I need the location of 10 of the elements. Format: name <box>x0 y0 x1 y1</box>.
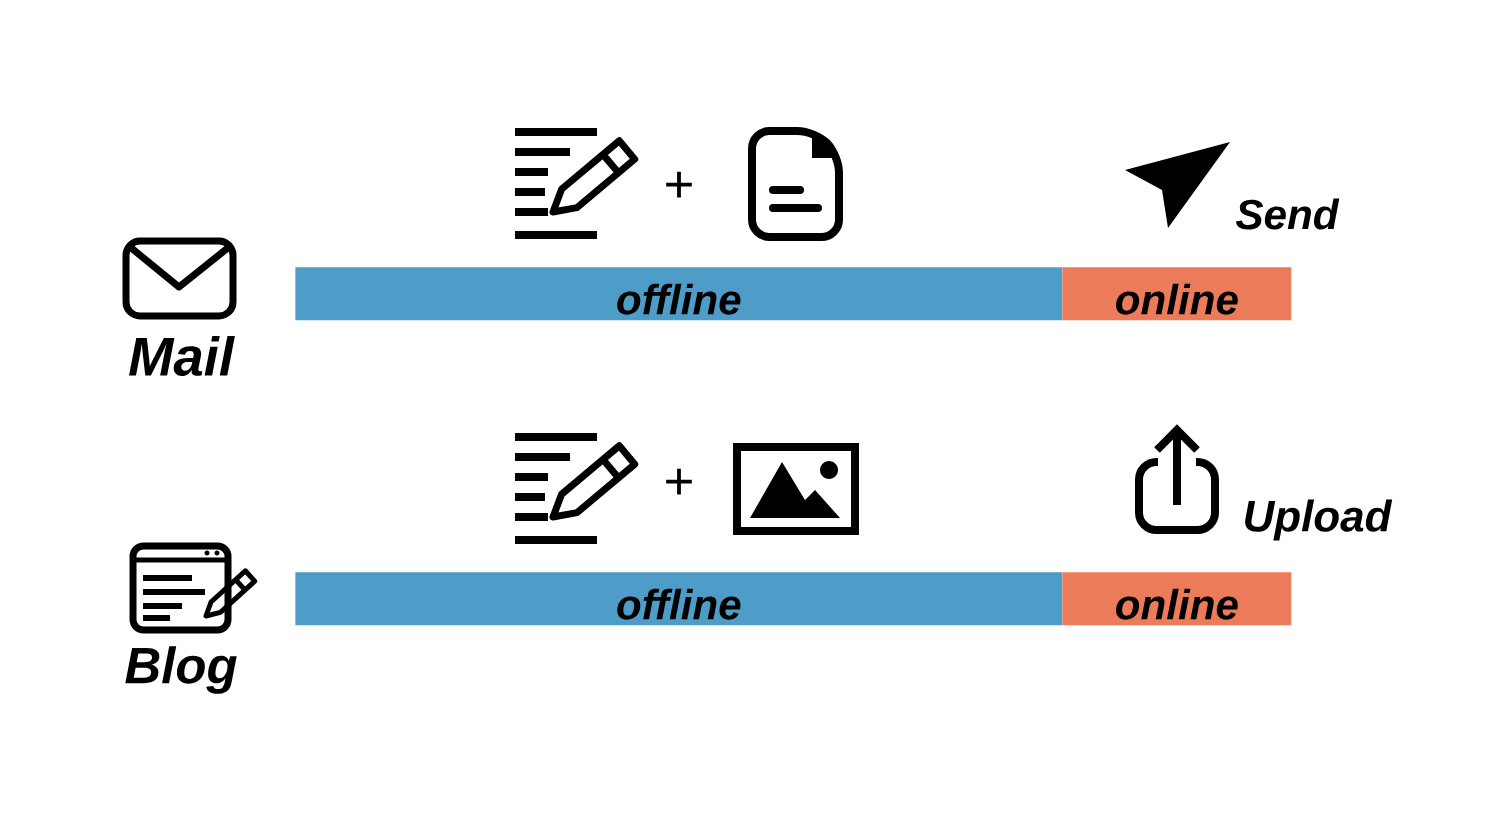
timeline-bar: online <box>1062 267 1292 321</box>
timeline-bar: online <box>1062 572 1292 626</box>
timeline-bar: offline <box>295 267 1063 321</box>
channel-label: Mail <box>129 336 235 376</box>
timeline-bar: offline <box>295 572 1063 626</box>
plus-sign: + <box>666 171 692 198</box>
plus-sign: + <box>666 468 692 495</box>
action-label: Send <box>1236 198 1340 230</box>
channel-label: Blog <box>125 646 237 694</box>
action-label: Upload <box>1245 499 1393 541</box>
